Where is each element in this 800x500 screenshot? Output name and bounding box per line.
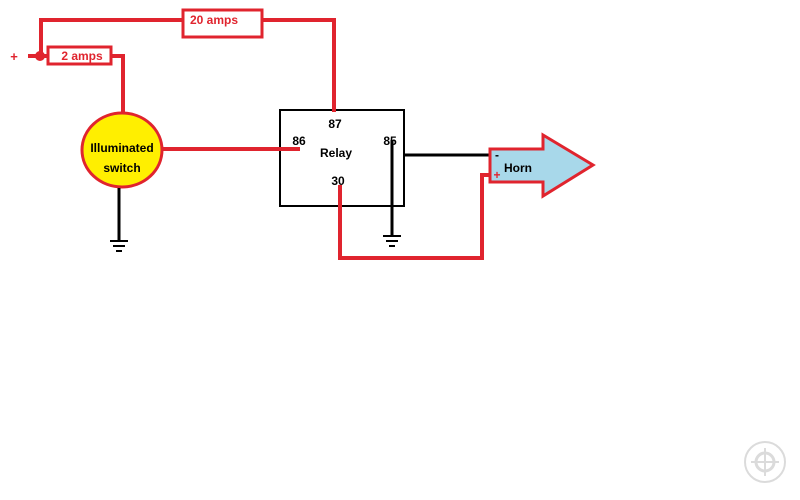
horn-positive-terminal: + <box>493 168 500 182</box>
wire-2a-fuse-to-switch <box>111 54 125 112</box>
horn-negative-terminal: - <box>495 148 499 162</box>
fuse-20-amps-label: 20 amps <box>190 13 238 27</box>
switch-label-line1: Illuminated <box>90 141 153 155</box>
wire-pin-30-to-horn-positive <box>338 173 490 260</box>
fuse-20-amps <box>181 8 264 39</box>
positive-supply-symbol: + <box>10 49 18 64</box>
relay-pin-85-label: 85 <box>383 134 397 148</box>
fuse-2-amps-label: 2 amps <box>61 49 103 63</box>
switch-label-line2: switch <box>103 161 140 175</box>
junction-dot <box>35 51 45 61</box>
relay-pin-30-label: 30 <box>331 174 345 188</box>
relay-pin-87-label: 87 <box>328 117 342 131</box>
horn-label: Horn <box>504 161 532 175</box>
illuminated-switch <box>80 111 164 189</box>
ground-symbol-relay <box>383 235 401 247</box>
fuse-2-amps <box>46 45 113 66</box>
watermark-logo <box>744 441 786 483</box>
ground-symbol-switch <box>110 240 128 252</box>
red-wires <box>28 18 490 260</box>
wire-feed-to-pin-87 <box>39 18 183 55</box>
wire-20a-fuse-to-pin-87 <box>262 18 336 112</box>
horn-arrow <box>488 132 596 199</box>
relay-label: Relay <box>320 146 352 160</box>
relay-pin-86-label: 86 <box>292 134 306 148</box>
